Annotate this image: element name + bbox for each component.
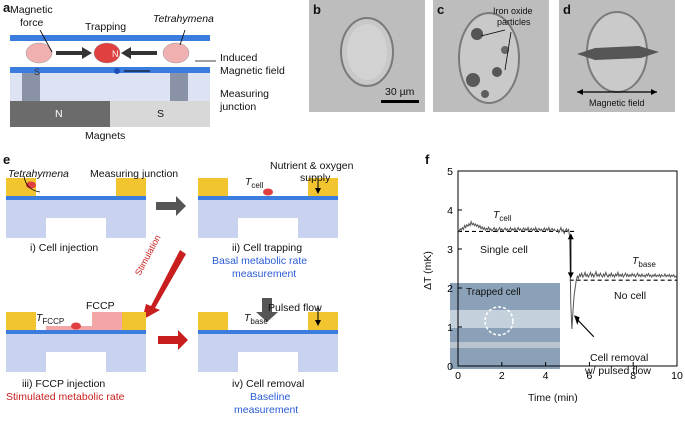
chip-4 [198,308,338,372]
magnetic-force-label-2: force [20,17,44,29]
cell-removal-label: Cell removal [590,352,649,364]
tbase-annotation: Tbase [632,255,656,270]
x-tick-label: 2 [499,370,505,382]
iron-oxide-label: Iron oxide [493,6,533,16]
magnet-s [110,101,210,127]
pulsed-flow-annotation: w/ pulsed flow [585,365,651,377]
panel-label-e: e [3,152,11,167]
chip-3 [6,312,146,372]
step4-label: iv) Cell removal [232,378,305,390]
magnetic-force-label: Magnetic [10,4,53,16]
panel-a-diagram [10,29,216,127]
supply-label: supply [300,172,331,184]
trapping-label: Trapping [85,21,127,33]
micrograph-c: c Iron oxide particles [433,0,549,112]
chip-1 [6,175,146,238]
pulsed-flow-label: Pulsed flow [268,302,322,314]
panel-label-b: b [313,2,321,17]
bead-center [93,42,121,64]
delta-arrow-head-up [567,233,574,240]
series-line-0 [556,225,678,329]
magnets-label: Magnets [85,130,126,142]
induced-label: Induced [220,52,258,64]
panel-label-c: c [437,2,445,17]
panel-label-f: f [425,152,430,167]
y-tick-label: 2 [447,283,453,295]
y-tick-label: 4 [447,205,453,217]
tetrahymena-label-a: Tetrahymena [153,13,214,25]
tcell-annotation: Tcell [493,209,512,224]
inset-circle [484,306,514,336]
panel-label-a: a [3,0,11,15]
step3-label: iii) FCCP injection [22,378,106,390]
y-tick-label: 3 [447,244,453,256]
plot-frame [457,170,678,367]
single-cell-label: Single cell [480,244,528,256]
fccp-label: FCCP [86,300,115,312]
tcell-label-e: Tcell [245,176,264,191]
x-tick-label: 10 [671,370,683,382]
micrograph-b: b 30 µm [309,0,425,112]
bead-right [162,42,190,64]
top-channel-wall [10,35,210,41]
x-tick-label: 0 [455,370,461,382]
bead-n-label: N [112,49,119,59]
measuring-junction-dot [114,68,120,74]
magnetic-field-label-d: Magnetic field [589,98,645,108]
scalebar [381,100,419,103]
nutrient-label: Nutrient & oxygen [270,160,354,172]
measuring-junction-label: Measuring junction [90,168,179,180]
x-tick-label: 8 [630,370,636,382]
no-cell-label: No cell [614,290,647,302]
panel-e-diagram [6,175,338,372]
removal-pointer-head [574,315,580,326]
x-axis-title: Time (min) [528,392,578,404]
step3-sub: Stimulated metabolic rate [6,391,125,403]
panel-label-d: d [563,2,571,17]
bead-s-label: S [34,67,41,77]
step2-sub1: Basal metabolic rate [212,255,308,267]
step4-sub1: Baseline [250,391,291,403]
magnet-s-label: S [157,108,165,120]
step1-label: i) Cell injection [30,242,99,254]
magnetic-field-label: Magnetic field [220,65,285,77]
x-tick-label: 6 [586,370,592,382]
stimulation-arrow [142,250,186,320]
micrograph-d: d Magnetic field [559,0,675,112]
measuring-label: Measuring [220,88,270,100]
delta-arrow-head-down [567,272,574,279]
y-axis-title: ΔT (mK) [422,251,434,290]
step2-sub2: measurement [232,268,297,280]
x-tick-label: 4 [543,370,549,382]
particles-label: particles [497,17,531,27]
magnet-n [10,101,110,127]
tbase-label-e: Tbase [244,312,268,327]
chip-2 [198,176,338,238]
bottom-channel-wall [10,67,210,73]
y-tick-label: 0 [447,361,453,373]
inset-label: Trapped cell [466,287,521,298]
inset-image [450,283,560,369]
tetrahymena-label-e: Tetrahymena [8,168,69,180]
series-line-1 [457,220,556,233]
bead-left [25,42,53,64]
junction-label: junction [220,101,257,113]
step2-label: ii) Cell trapping [232,242,303,254]
step4-sub2: measurement [234,404,299,416]
y-tick-label: 1 [447,322,453,334]
aligned-particles [577,46,659,60]
magnet-n-label: N [55,108,63,120]
y-tick-label: 5 [447,166,453,178]
tfccp-label: TFCCP [36,312,65,327]
scalebar-label: 30 µm [385,86,415,98]
